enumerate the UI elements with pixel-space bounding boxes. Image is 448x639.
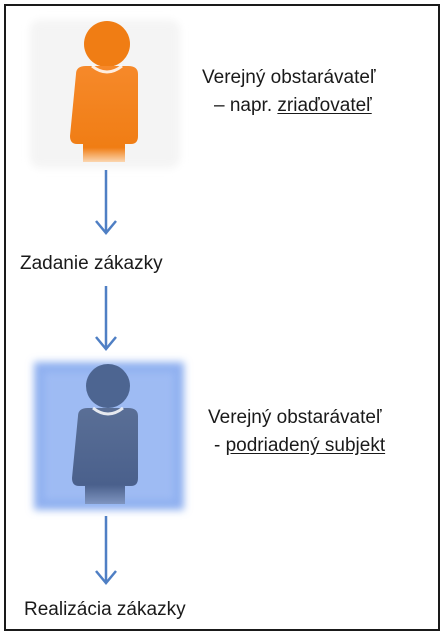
bottom-actor-title: Verejný obstarávateľ (208, 406, 381, 430)
top-actor-title: Verejný obstarávateľ (202, 66, 375, 90)
person-icon (70, 21, 138, 162)
top-actor-line2-underlined: zriaďovateľ (277, 95, 372, 116)
bottom-actor-line1: Verejný obstarávateľ (208, 407, 382, 428)
arrow-down-1 (95, 170, 117, 235)
person-icon (72, 364, 138, 504)
arrow-down-2 (95, 286, 117, 351)
top-actor-subtitle: – napr. zriaďovateľ (214, 94, 372, 118)
top-actor-line2-prefix: – napr. (214, 95, 278, 116)
step2-label: Realizácia zákazky (24, 599, 186, 620)
diagram-frame (4, 4, 440, 631)
bottom-actor-subtitle: - podriadený subjekt (214, 434, 385, 458)
bottom-actor-line2-prefix: - (214, 435, 226, 456)
bottom-actor-line2-underlined: podriadený subjekt (225, 435, 386, 456)
top-actor-figure (30, 20, 180, 168)
bottom-actor-figure (34, 362, 184, 510)
top-actor-line1: Verejný obstarávateľ (202, 67, 376, 88)
arrow-down-3 (95, 516, 117, 585)
step1-label: Zadanie zákazky (20, 253, 163, 274)
